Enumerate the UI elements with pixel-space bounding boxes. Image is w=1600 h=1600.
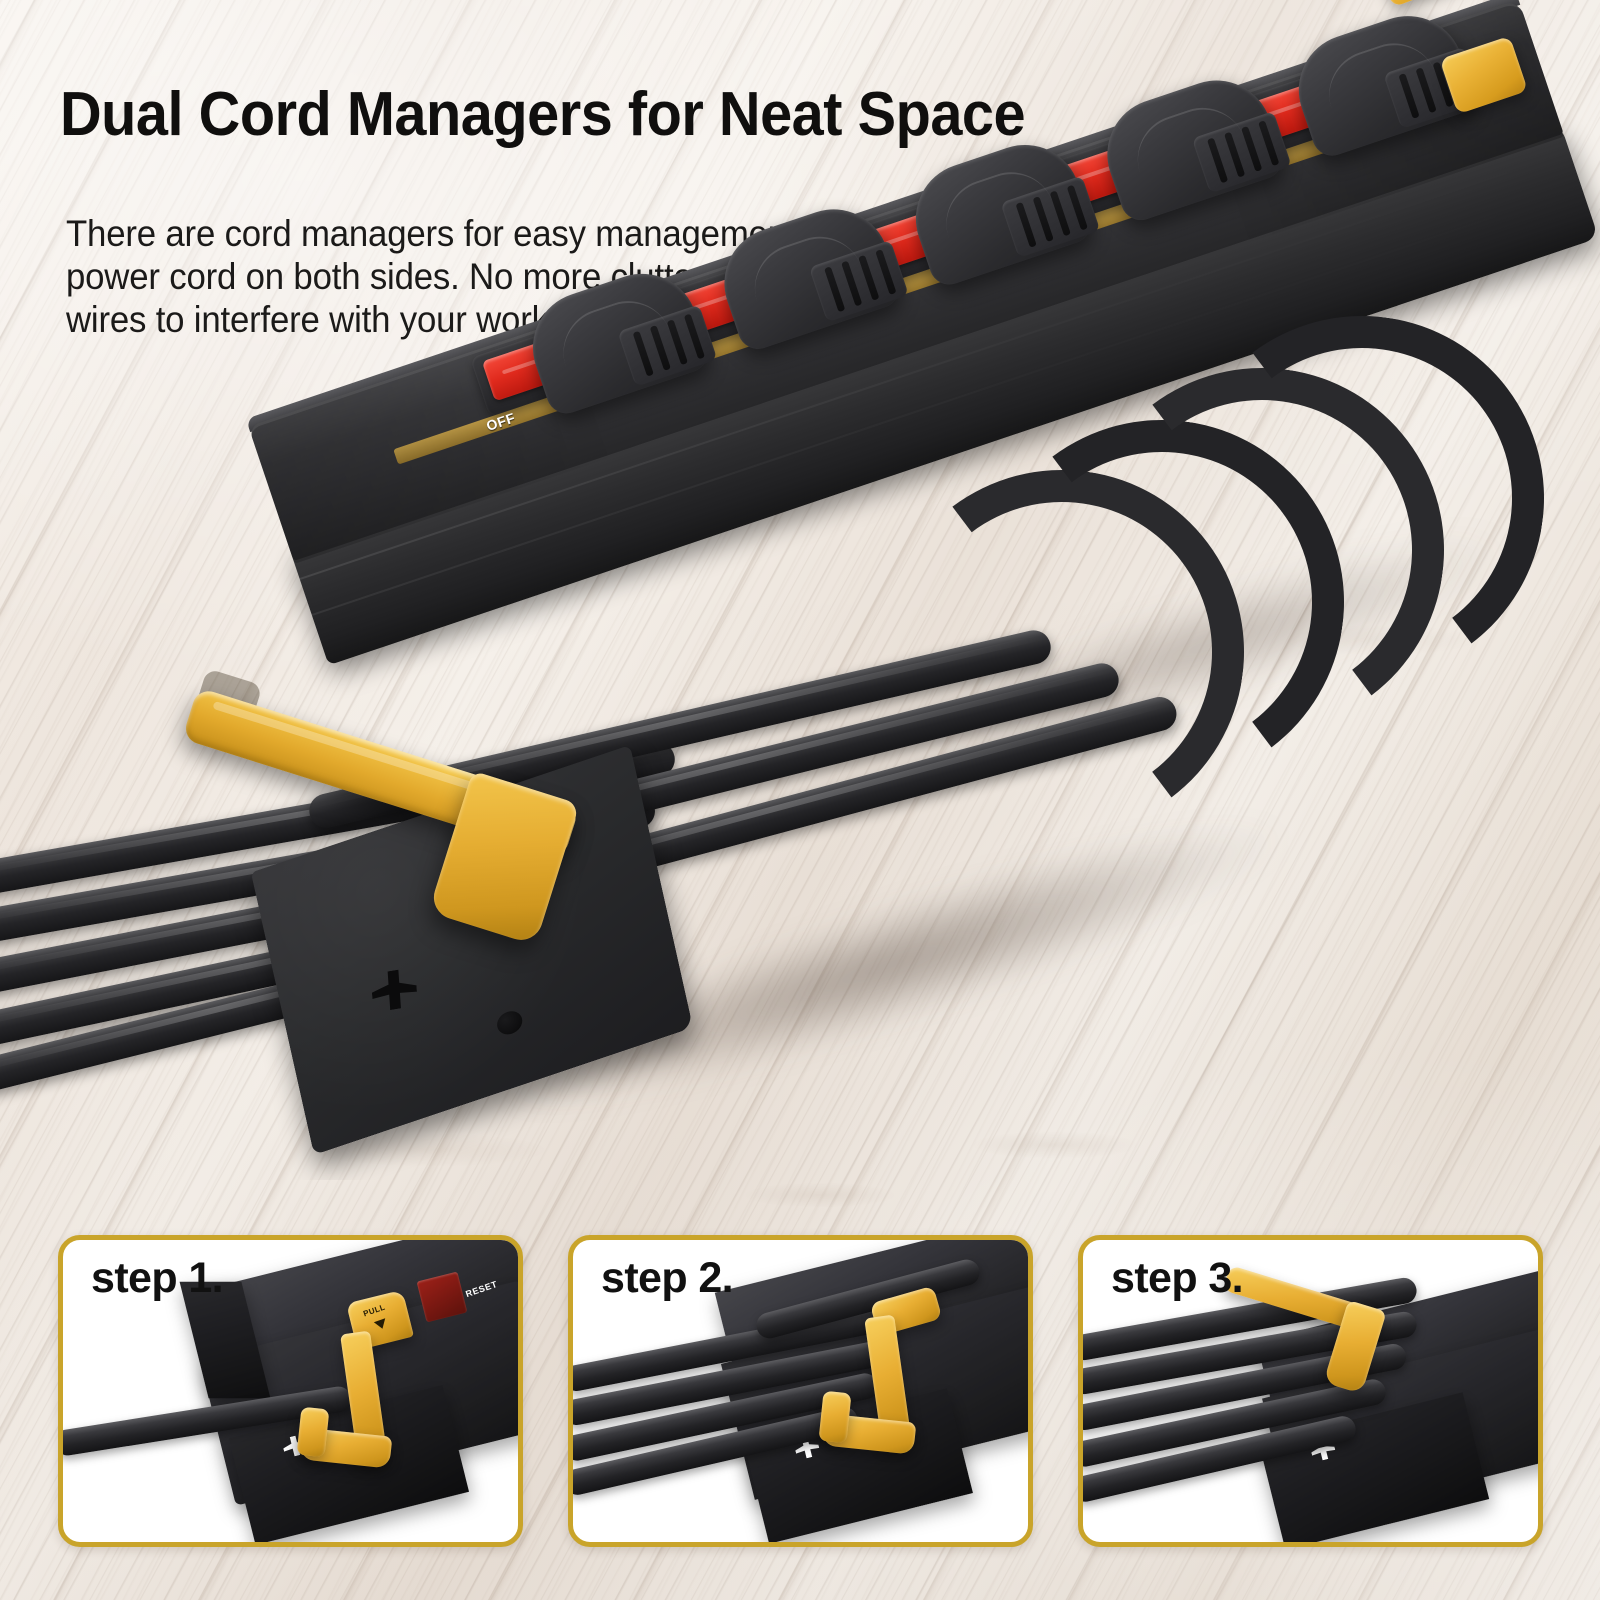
step-3-label: step 3. [1111,1254,1244,1302]
cord-manager-hook-tip-s2[interactable] [818,1390,852,1444]
step-panel-3: step 3. [1078,1235,1543,1547]
step-panel-1: step 1. RESET PULL [58,1235,523,1547]
keyhole-mount-slot [371,967,418,1013]
product-hero-image: OFF ON ON ON ON ON [0,0,1600,1180]
cord-manager-near[interactable] [181,668,610,962]
description-line-1: There are cord managers for easy managem… [66,213,835,254]
step-panel-2: step 2. [568,1235,1033,1547]
page-title: Dual Cord Managers for Neat Space [60,80,1026,149]
cord-manager-hook-tip-s1[interactable] [296,1406,330,1458]
step-2-label: step 2. [601,1254,734,1302]
description-line-3: wires to interfere with your work [66,299,549,340]
step-1-label: step 1. [91,1254,224,1302]
screw-hole [494,1007,525,1038]
